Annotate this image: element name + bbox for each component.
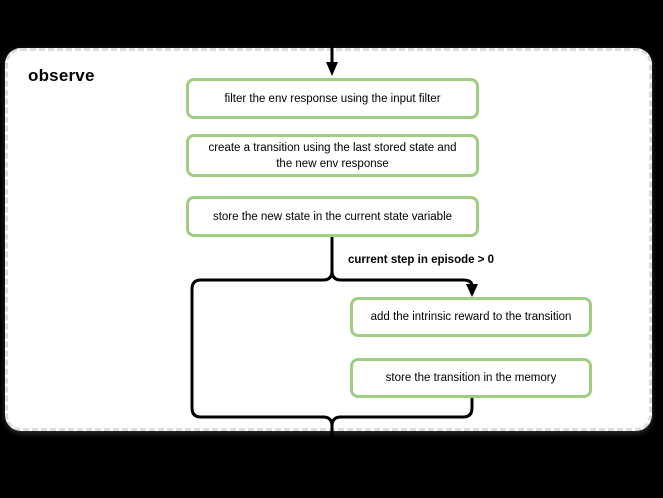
merge-branch-line xyxy=(330,398,474,427)
condition-branch-line xyxy=(330,270,474,287)
skip-branch-line xyxy=(190,237,334,452)
node-store-transition: store the transition in the memory xyxy=(350,358,592,398)
node-add-intrinsic-reward: add the intrinsic reward to the transiti… xyxy=(350,297,592,337)
node-store-new-state: store the new state in the current state… xyxy=(186,196,479,237)
condition-edge-label: current step in episode > 0 xyxy=(348,254,495,266)
node-label: store the transition in the memory xyxy=(385,372,557,384)
arrowhead-down-icon xyxy=(326,62,338,76)
node-label: add the intrinsic reward to the transiti… xyxy=(370,311,572,323)
node-filter-env-response: filter the env response using the input … xyxy=(186,78,479,119)
node-label: store the new state in the current state… xyxy=(212,210,453,223)
node-label: filter the env response using the input … xyxy=(224,92,441,105)
subgraph-title: observe xyxy=(28,66,95,85)
node-create-transition: create a transition using the last store… xyxy=(186,134,479,177)
node-label: create a transition using the last store… xyxy=(208,141,457,170)
arrowhead-down-icon xyxy=(466,284,478,297)
